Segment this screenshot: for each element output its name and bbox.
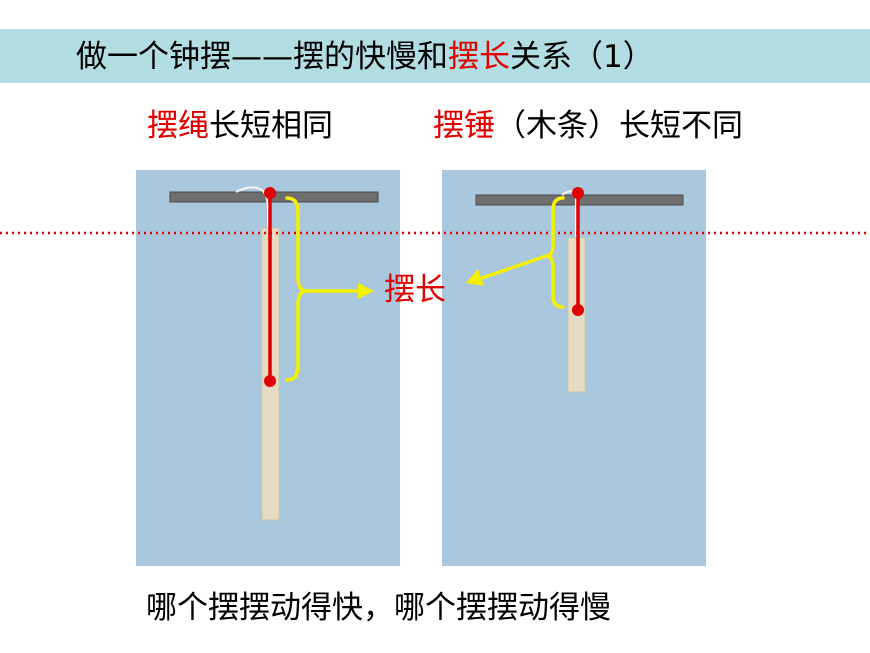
pendulum-length-label: 摆长 xyxy=(384,272,446,308)
left-bracket xyxy=(285,196,308,382)
left-string xyxy=(235,186,269,232)
right-bracket-arrowhead xyxy=(466,269,484,286)
title-highlight: 摆长 xyxy=(448,39,510,75)
right-marker-bottom-dot xyxy=(572,304,584,316)
subtitle-left-rest: 长短相同 xyxy=(209,108,333,144)
title-part-1: 做一个钟摆——摆的快慢和 xyxy=(76,39,448,75)
right-bracket xyxy=(545,196,565,309)
right-marker-top-dot xyxy=(572,187,584,199)
question-text: 哪个摆摆动得快，哪个摆摆动得慢 xyxy=(146,590,611,626)
left-marker-bottom-dot xyxy=(264,375,276,387)
subtitle-left: 摆绳长短相同 xyxy=(147,104,333,148)
subtitle-right: 摆锤（木条）长短不同 xyxy=(433,104,743,148)
left-bracket-arrowhead xyxy=(358,283,374,299)
subtitle-left-highlight: 摆绳 xyxy=(147,108,209,144)
title-part-2: 关系（1） xyxy=(510,39,654,75)
title-bar xyxy=(0,29,870,83)
left-marker-top-dot xyxy=(264,187,276,199)
subtitle-right-rest: （木条）长短不同 xyxy=(495,108,743,144)
subtitle-right-highlight: 摆锤 xyxy=(433,108,495,144)
slide-title: 做一个钟摆——摆的快慢和摆长关系（1） xyxy=(76,36,654,78)
right-bracket-arrow-line xyxy=(481,254,547,280)
